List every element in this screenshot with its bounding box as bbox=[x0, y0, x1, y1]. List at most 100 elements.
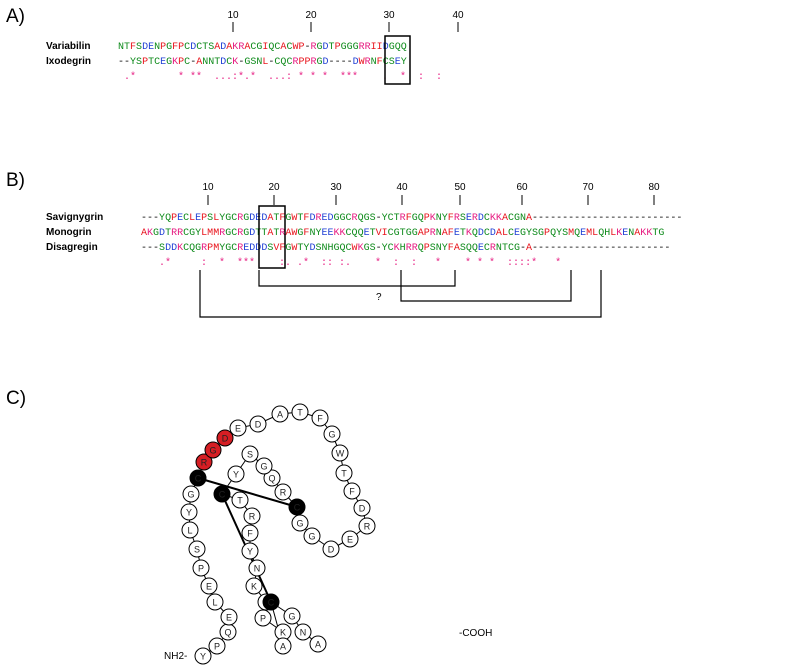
cysteine-residue bbox=[262, 593, 280, 611]
residue-letter: F bbox=[349, 486, 355, 496]
panel-a-seq-row: --YSPTCEGKPC-ANNTDCK-GSNL-CQCRPPRGD----D… bbox=[118, 57, 407, 68]
residue-letter: E bbox=[235, 423, 241, 433]
panel-b-seq-row: AKGDTRRCGYLMMRGCRGDTTATRAWGFNYEEKKCQQETV… bbox=[141, 228, 664, 239]
residue-circle bbox=[291, 403, 309, 421]
residue-letter: A bbox=[277, 409, 283, 419]
residue-letter: G bbox=[260, 461, 267, 471]
panel-a-tick-label: 10 bbox=[227, 10, 239, 21]
residue-circle bbox=[283, 607, 301, 625]
residue-circle bbox=[249, 415, 267, 433]
n-terminus-label: NH2- bbox=[164, 651, 187, 662]
residue-letter: E bbox=[206, 581, 212, 591]
residue-letter: R bbox=[201, 457, 208, 467]
residue-circle bbox=[231, 491, 249, 509]
residue-letter: C bbox=[294, 502, 301, 512]
residue-letter: T bbox=[297, 407, 303, 417]
panel-b-tick-label: 80 bbox=[648, 182, 660, 193]
residue-letter: K bbox=[280, 627, 286, 637]
residue-circle bbox=[245, 577, 263, 595]
residue-letter: Y bbox=[247, 546, 253, 556]
residue-letter: G bbox=[328, 429, 335, 439]
residue-circle bbox=[188, 540, 206, 558]
residue-letter: Y bbox=[186, 507, 192, 517]
residue-circle bbox=[263, 469, 281, 487]
cysteine-residue bbox=[213, 485, 231, 503]
residue-circle bbox=[241, 524, 259, 542]
panel-b-tick-label: 10 bbox=[202, 182, 214, 193]
panel-b-tick-label: 20 bbox=[268, 182, 280, 193]
residue-letter: D bbox=[328, 544, 335, 554]
residue-circle bbox=[248, 559, 266, 577]
residue-letter: A bbox=[280, 641, 286, 651]
residue-circle bbox=[291, 514, 309, 532]
residue-letter: F bbox=[247, 528, 253, 538]
residue-letter: Y bbox=[233, 469, 239, 479]
residue-circle bbox=[192, 559, 210, 577]
disagregin-name: Disagregin bbox=[46, 242, 98, 253]
panel-a-tick-label: 20 bbox=[305, 10, 317, 21]
residue-circle bbox=[274, 637, 292, 655]
residue-circle bbox=[353, 499, 371, 517]
residue-letter: P bbox=[214, 641, 220, 651]
residue-letter: L bbox=[187, 525, 192, 535]
consensus-line-b: .* : * *** :. .* :: :. * : : * * * * :::… bbox=[141, 257, 561, 269]
residue-circle bbox=[229, 419, 247, 437]
residue-letter: N bbox=[300, 627, 307, 637]
panel-b-label: B) bbox=[6, 170, 25, 191]
residue-letter: L bbox=[212, 597, 217, 607]
residue-letter: G bbox=[209, 445, 216, 455]
panel-c-label: C) bbox=[6, 388, 26, 409]
panel-b-seq-row: ---SDDKCQGRPMYGCREDDDSVFGWTYDSNHGQCWKGS-… bbox=[141, 243, 670, 254]
residue-circle bbox=[194, 647, 212, 665]
rgd-residue bbox=[195, 453, 213, 471]
rgd-box-b bbox=[258, 205, 286, 269]
residue-circle bbox=[311, 409, 329, 427]
variabilin-name: Variabilin bbox=[46, 41, 90, 52]
residue-letter: G bbox=[296, 518, 303, 528]
residue-circle bbox=[206, 593, 224, 611]
residue-circle bbox=[180, 503, 198, 521]
residue-circle bbox=[241, 542, 259, 560]
rgd-residue bbox=[216, 429, 234, 447]
panel-a-seq-row: NTFSDENPGFPCDCTSADAKRACGIQCACWP-RGDTPGGG… bbox=[118, 42, 407, 53]
bracket-question-mark: ? bbox=[376, 292, 382, 303]
residue-letter: C bbox=[268, 597, 275, 607]
rgd-box-a bbox=[384, 35, 411, 85]
residue-letter: S bbox=[194, 544, 200, 554]
residue-circle bbox=[294, 623, 312, 641]
residue-circle bbox=[335, 464, 353, 482]
panel-b-tick-label: 60 bbox=[516, 182, 528, 193]
ixodegrin-name: Ixodegrin bbox=[46, 56, 91, 67]
residue-letter: D bbox=[255, 419, 262, 429]
residue-circle bbox=[271, 405, 289, 423]
residue-circle bbox=[181, 521, 199, 539]
residue-letter: Q bbox=[224, 627, 231, 637]
residue-circle bbox=[208, 637, 226, 655]
residue-letter: C bbox=[219, 489, 226, 499]
residue-circle bbox=[254, 609, 272, 627]
c-terminus-label: -COOH bbox=[459, 628, 492, 639]
residue-letter: T bbox=[341, 468, 347, 478]
residue-letter: F bbox=[317, 413, 323, 423]
residue-letter: R bbox=[364, 521, 371, 531]
residue-letter: K bbox=[251, 581, 257, 591]
residue-letter: A bbox=[315, 639, 321, 649]
panel-b-tick-label: 30 bbox=[330, 182, 342, 193]
residue-circle bbox=[220, 608, 238, 626]
residue-circle bbox=[309, 635, 327, 653]
residue-letter: T bbox=[237, 495, 243, 505]
residue-circle bbox=[322, 540, 340, 558]
residue-letter: G bbox=[308, 531, 315, 541]
residue-letter: Y bbox=[200, 651, 206, 661]
residue-circle bbox=[323, 425, 341, 443]
cysteine-residue bbox=[189, 469, 207, 487]
cysteine-residue bbox=[288, 498, 306, 516]
residue-letter: S bbox=[247, 449, 253, 459]
residue-letter: G bbox=[187, 489, 194, 499]
residue-circle bbox=[343, 482, 361, 500]
residue-letter: D bbox=[359, 503, 366, 513]
panel-b-tick-label: 50 bbox=[454, 182, 466, 193]
